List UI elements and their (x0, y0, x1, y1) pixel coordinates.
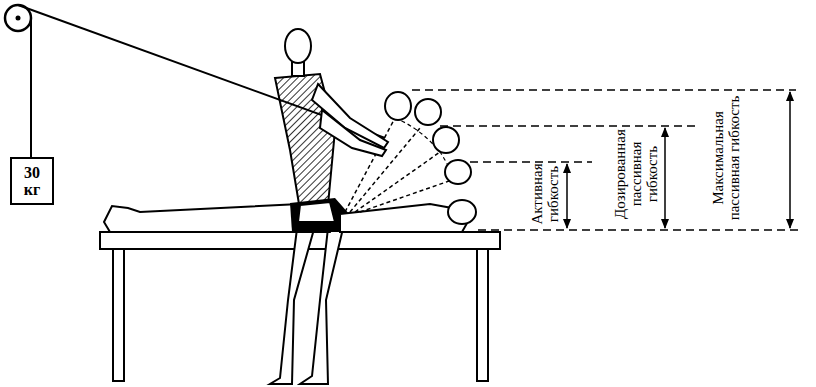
weight-label: 30 кг (14, 164, 50, 198)
student-head (385, 92, 411, 120)
student-head (445, 160, 471, 184)
coach-arm (320, 110, 386, 156)
dimension-arrow (566, 164, 568, 228)
dimension-label: Дозированная пассивная гибкость (612, 122, 660, 226)
dimension-arrow (789, 92, 791, 228)
extension-line (470, 161, 592, 163)
motion-trace (355, 152, 440, 212)
extension-line (440, 125, 700, 127)
coach-neck (292, 62, 304, 76)
table-leg (113, 249, 124, 381)
coach-head (285, 29, 311, 63)
motion-trace (360, 180, 452, 212)
rope (30, 20, 32, 158)
extension-line (412, 89, 796, 91)
pulley-axle (16, 16, 21, 21)
student-head (415, 99, 441, 125)
weight-box: 30 кг (10, 157, 54, 205)
coach-hips (298, 202, 335, 222)
table-leg (477, 249, 488, 381)
coach (275, 29, 388, 222)
coach-leg (300, 210, 345, 384)
dimension-label: Максимальная пассивная гибкость (710, 85, 742, 231)
dimension-arrow (664, 128, 666, 228)
dimension-label: Активная гибкость (529, 154, 561, 234)
student-head (448, 200, 476, 224)
extension-line (478, 229, 800, 231)
student-head (433, 127, 459, 153)
